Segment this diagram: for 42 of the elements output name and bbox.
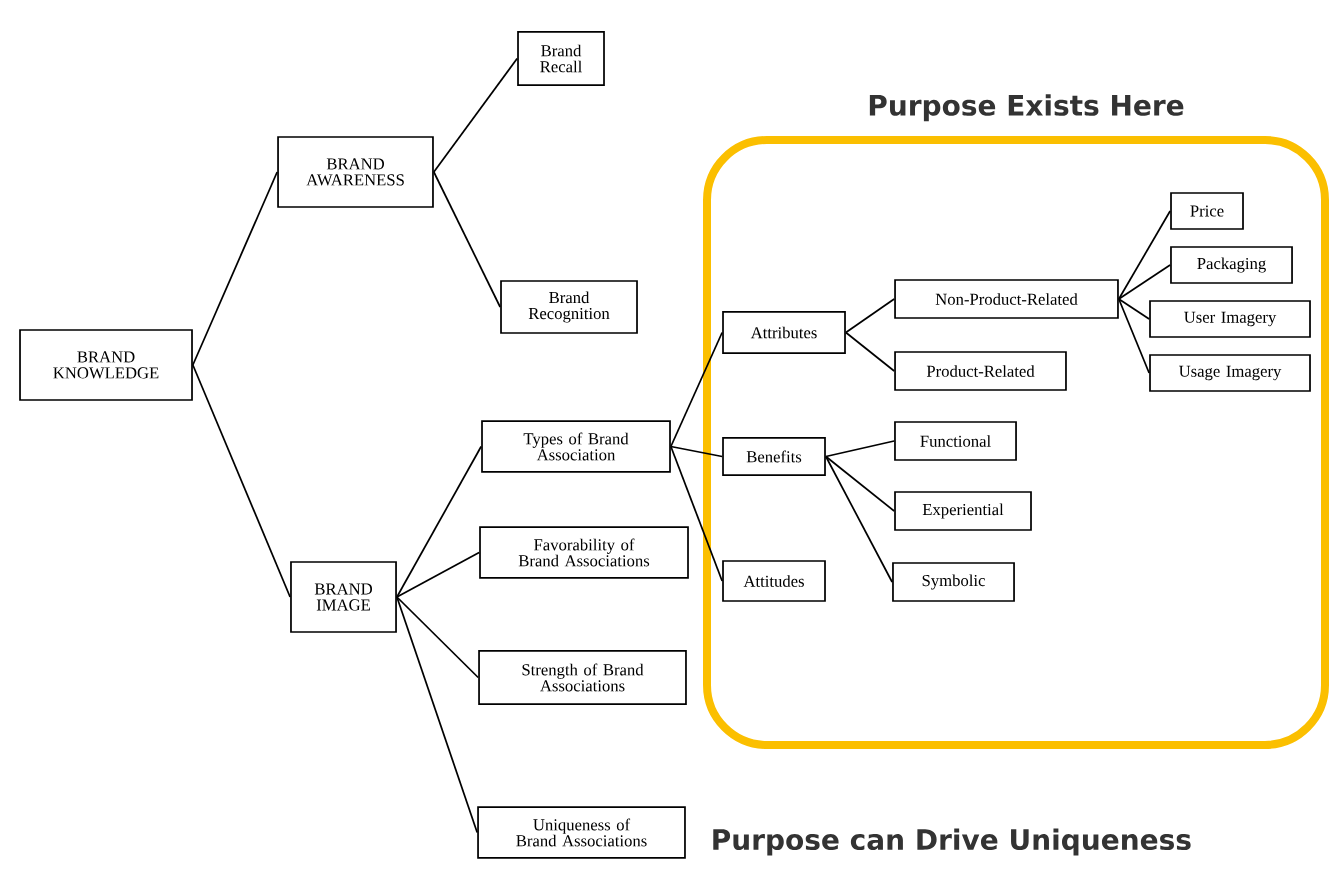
connector-line	[670, 331, 723, 448]
connector-line	[1117, 210, 1171, 300]
connector-line	[1117, 264, 1171, 300]
text-box: Functional	[894, 421, 1017, 461]
connector-line	[192, 364, 291, 598]
text-box: Types of Brand Association	[481, 420, 671, 473]
connector-line	[825, 455, 893, 583]
note-text: Purpose can Drive Uniqueness	[713, 828, 1191, 856]
text-box: Brand Recognition	[500, 280, 638, 334]
text-box: Non-Product-Related	[894, 279, 1119, 319]
connector-line	[845, 331, 896, 372]
connector-line	[192, 171, 279, 366]
text-box: BRAND IMAGE	[290, 561, 397, 633]
text-box: Usage Imagery	[1149, 354, 1311, 392]
text-box: Uniqueness of Brand Associations	[477, 806, 686, 859]
text-box: Brand Recall	[517, 31, 605, 86]
text-box: User Imagery	[1149, 300, 1311, 338]
text-box: Symbolic	[892, 562, 1015, 602]
connector-line	[670, 445, 723, 582]
frame-heading: Purpose Exists Here	[869, 94, 1184, 122]
text-box: Attributes	[722, 311, 846, 354]
connector-line	[432, 171, 501, 308]
text-box: Attitudes	[722, 560, 826, 602]
text-box: Benefits	[722, 437, 826, 476]
text-box: Strength of Brand Associations	[478, 650, 687, 705]
text-box: Experiential	[894, 491, 1032, 531]
connector-line	[825, 440, 895, 458]
connector-line	[432, 57, 518, 173]
text-box: Price	[1170, 192, 1244, 230]
connector-line	[825, 455, 895, 512]
connector-line	[396, 445, 482, 598]
connector-line	[1117, 298, 1150, 320]
text-box: BRAND KNOWLEDGE	[19, 329, 193, 401]
connector-line	[396, 551, 480, 598]
connector-line	[1117, 298, 1150, 374]
text-box: BRAND AWARENESS	[277, 136, 434, 208]
connector-line	[396, 596, 479, 834]
connector-line	[845, 298, 896, 334]
text-box: Packaging	[1170, 246, 1293, 284]
text-box: Product-Related	[894, 351, 1067, 391]
text-box: Favorability of Brand Associations	[479, 526, 689, 579]
connector-line	[396, 596, 480, 679]
